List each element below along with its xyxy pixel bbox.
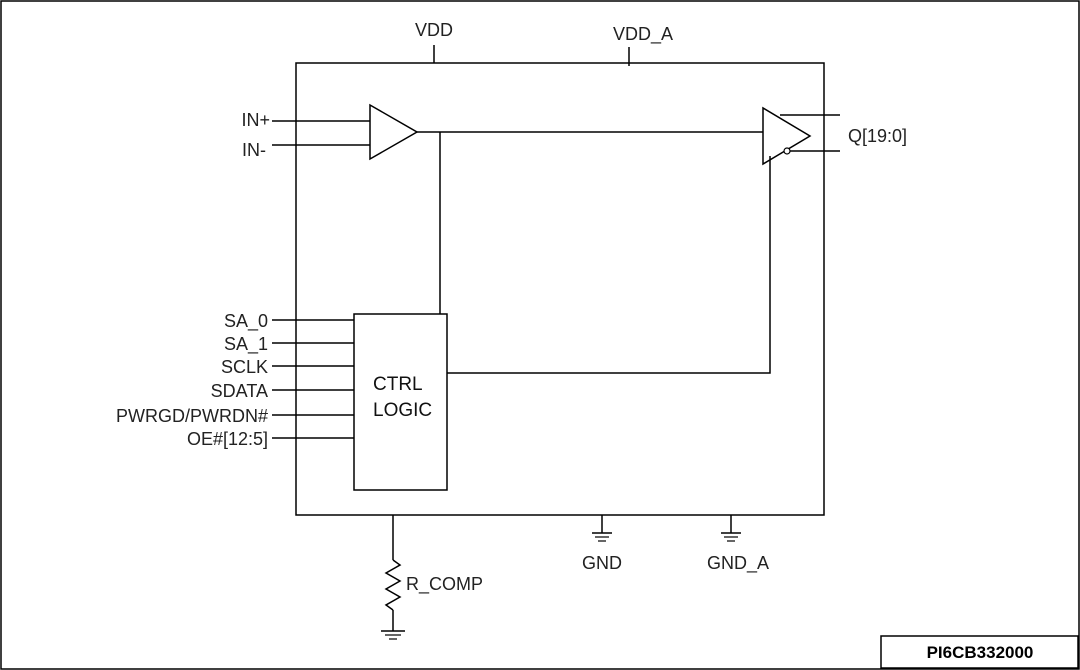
ctrl-label-line2: LOGIC xyxy=(373,400,432,421)
resistor-label: R_COMP xyxy=(406,574,483,595)
resistor-r-comp xyxy=(381,515,405,640)
vdd-a-label: VDD_A xyxy=(613,24,673,45)
output-enable-wire xyxy=(447,156,771,374)
input-buffer xyxy=(369,103,419,161)
gnd-a-label: GND_A xyxy=(707,553,769,574)
pin-label-sclk: SCLK xyxy=(221,357,268,377)
gnd-label: GND xyxy=(582,553,622,573)
in-plus-label: IN+ xyxy=(241,110,270,130)
output-buffer xyxy=(762,106,812,166)
ctrl-label-line1: CTRL xyxy=(373,374,423,395)
pin-label-pwrgd: PWRGD/PWRDN# xyxy=(116,406,268,426)
chip-body xyxy=(295,62,825,516)
in-minus-label: IN- xyxy=(242,140,266,160)
gnd-symbol xyxy=(592,515,612,542)
part-number: PI6CB332000 xyxy=(927,643,1034,662)
inverting-bubble xyxy=(783,147,791,155)
pin-label-oe: OE#[12:5] xyxy=(187,429,268,449)
ctrl-logic-block xyxy=(353,313,448,491)
vdd-label: VDD xyxy=(415,20,453,40)
gnd-a-symbol xyxy=(721,515,741,542)
control-pin-wires xyxy=(272,319,354,439)
pin-label-sa1: SA_1 xyxy=(224,334,268,355)
part-number-box xyxy=(880,635,1079,669)
pin-label-sa0: SA_0 xyxy=(224,311,268,332)
pin-label-sdata: SDATA xyxy=(211,381,268,401)
output-label: Q[19:0] xyxy=(848,126,907,146)
